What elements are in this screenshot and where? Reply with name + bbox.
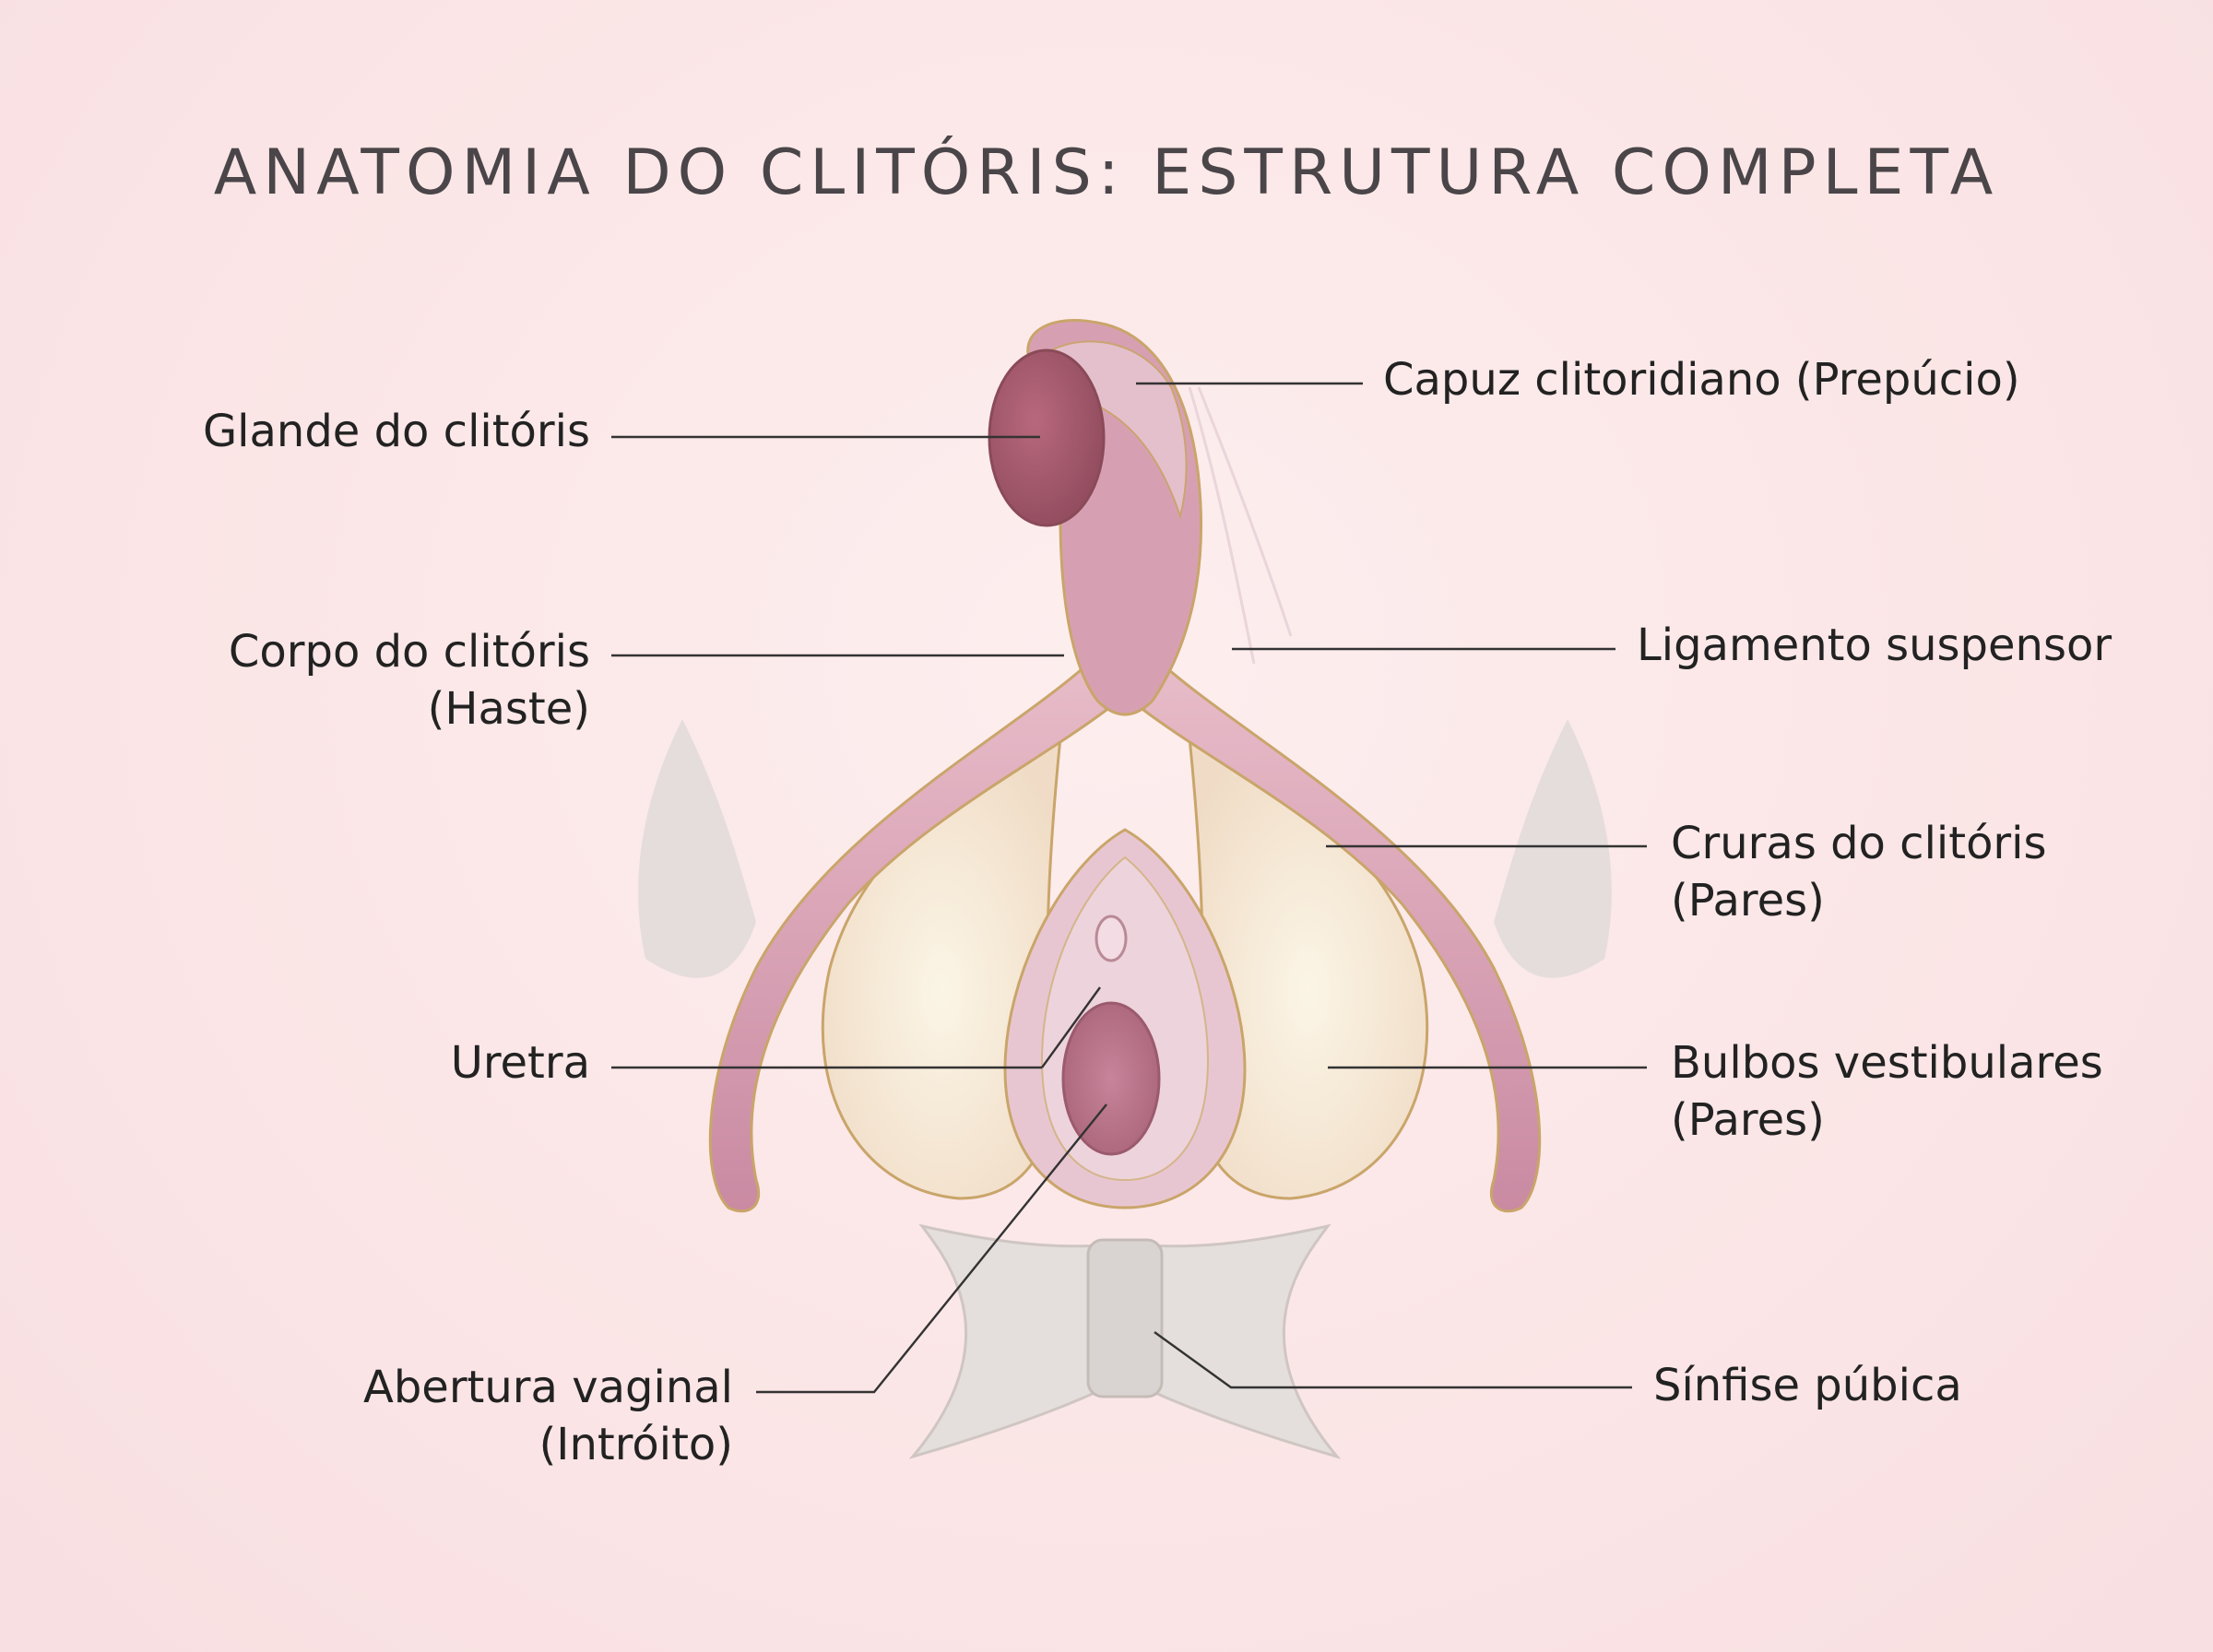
- label-ligamento-text: Ligamento suspensor: [1637, 620, 2112, 671]
- label-sinfise-text: Sínfise púbica: [1653, 1360, 1962, 1411]
- label-corpo-line2: (Haste): [427, 683, 590, 735]
- leader-uretra-diag: [1041, 986, 1101, 1068]
- label-abertura-line2: (Intróito): [538, 1419, 733, 1470]
- label-uretra: Uretra: [451, 1034, 590, 1092]
- pelvic-wash-left: [638, 719, 756, 978]
- label-cruras: Cruras do clitóris (Pares): [1671, 815, 2047, 929]
- label-bulbos: Bulbos vestibulares (Pares): [1671, 1034, 2103, 1149]
- leader-lines: [611, 382, 1647, 1394]
- clitoral-crura: [708, 661, 1542, 1213]
- label-bulbos-line1: Bulbos vestibulares: [1671, 1037, 2103, 1089]
- label-abertura: Abertura vaginal (Intróito): [363, 1359, 733, 1473]
- leader-sinfise: [1154, 1331, 1632, 1389]
- leader-abertura: [756, 1103, 1107, 1394]
- pubic-bone: [908, 1223, 1342, 1459]
- pelvic-wash-right: [1494, 719, 1612, 978]
- vaginal-opening: [1061, 1001, 1161, 1156]
- label-glande: Glande do clitóris: [203, 403, 590, 460]
- label-corpo-line1: Corpo do clitóris: [228, 626, 590, 678]
- label-cruras-line2: (Pares): [1671, 875, 1825, 926]
- urethra: [1095, 914, 1128, 962]
- suspensory-ligament: [1188, 386, 1293, 665]
- page-title: ANATOMIA DO CLITÓRIS: ESTRUTURA COMPLETA: [213, 136, 2000, 209]
- label-abertura-line1: Abertura vaginal: [362, 1362, 733, 1413]
- label-uretra-text: Uretra: [450, 1037, 590, 1089]
- label-capuz: Capuz clitoridiano (Prepúcio): [1383, 351, 2020, 408]
- label-sinfise: Sínfise púbica: [1653, 1357, 1962, 1414]
- label-glande-text: Glande do clitóris: [202, 406, 590, 457]
- label-ligamento: Ligamento suspensor: [1637, 617, 2112, 674]
- label-corpo: Corpo do clitóris (Haste): [229, 623, 590, 738]
- label-cruras-line1: Cruras do clitóris: [1671, 818, 2047, 869]
- label-bulbos-line2: (Pares): [1671, 1094, 1825, 1146]
- label-capuz-text: Capuz clitoridiano (Prepúcio): [1383, 354, 2020, 406]
